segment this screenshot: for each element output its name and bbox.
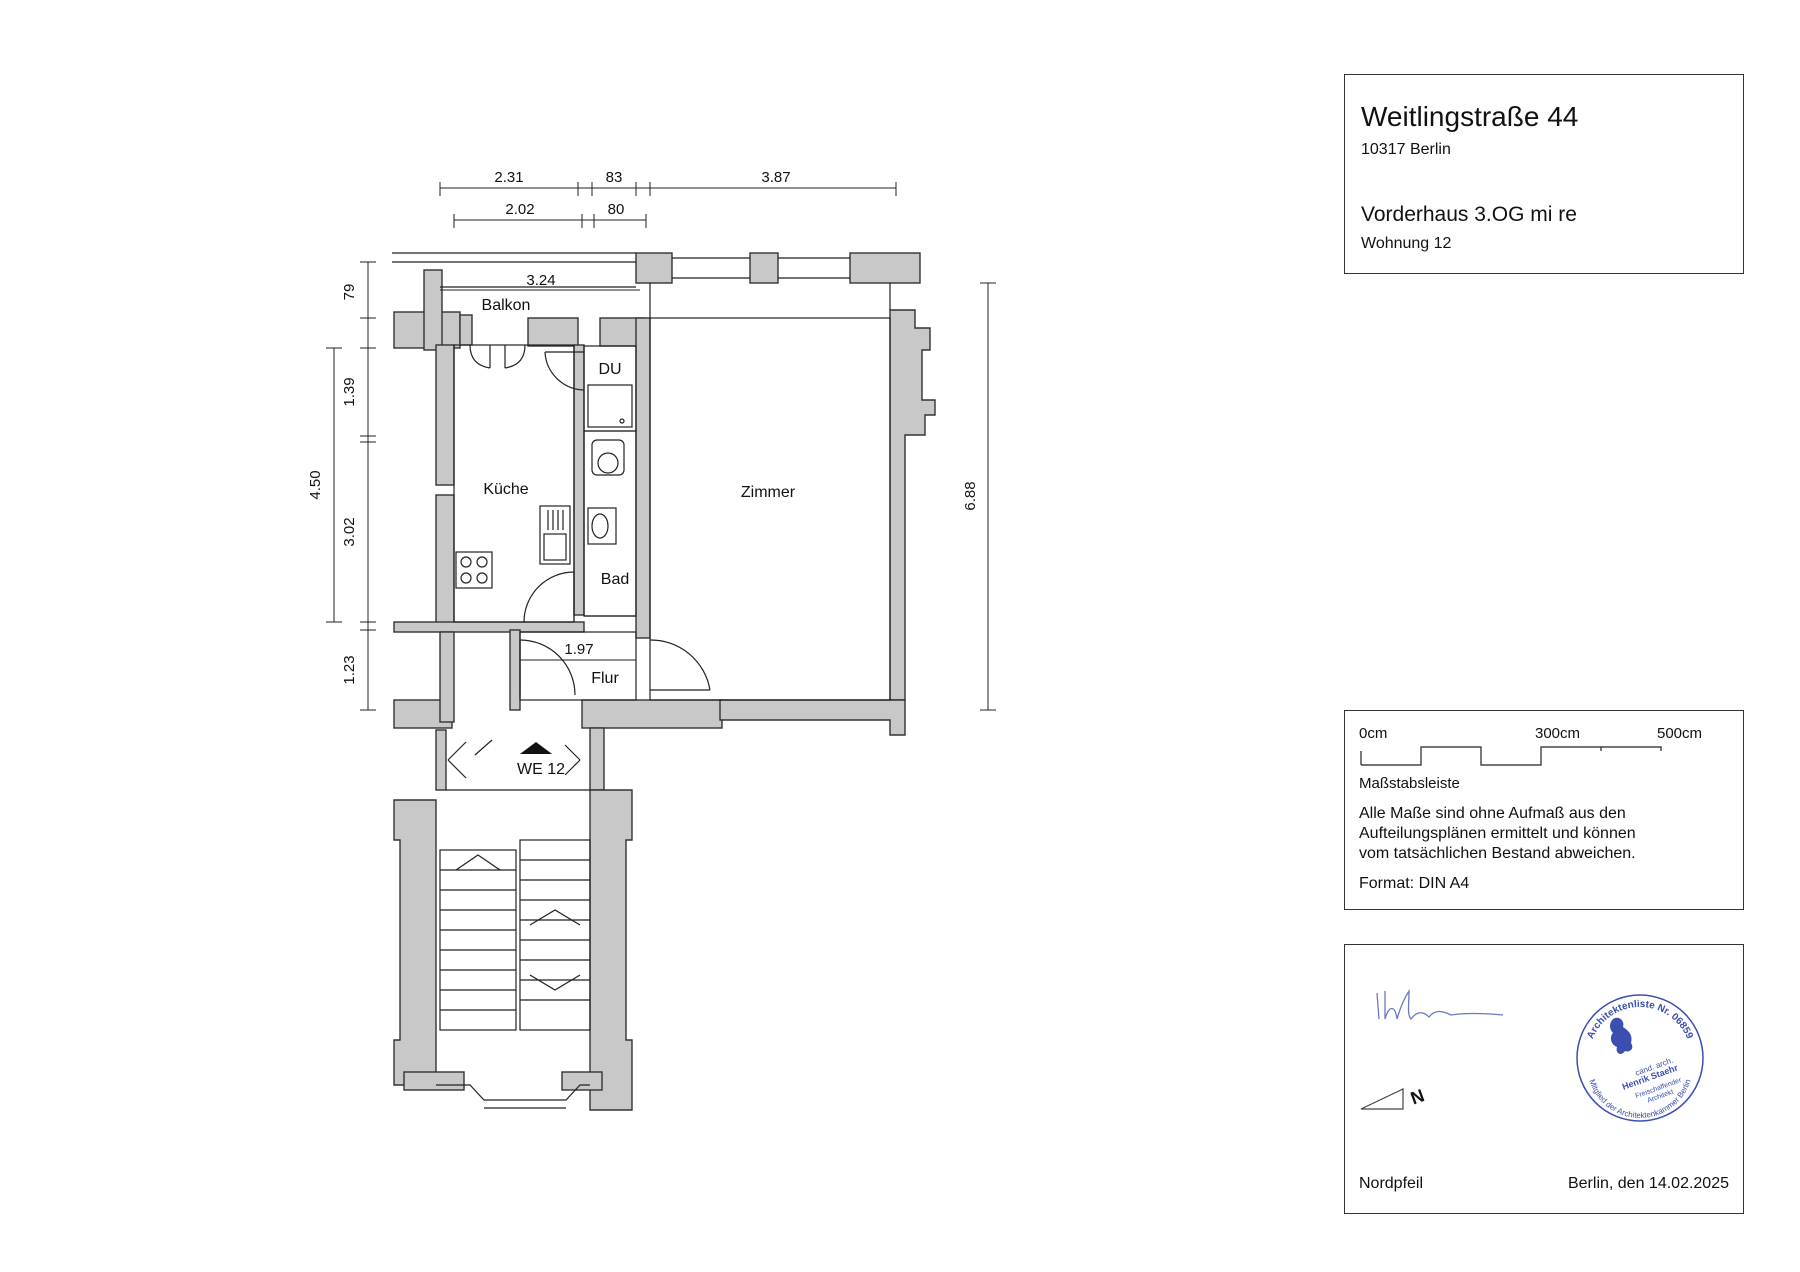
room-balkon: Balkon (482, 297, 531, 314)
paper-format: Format: DIN A4 (1359, 875, 1470, 892)
city: 10317 Berlin (1361, 141, 1451, 158)
scale-label: Maßstabsleiste (1359, 775, 1460, 792)
scale-tick-0: 0cm (1359, 725, 1388, 742)
dim-left-450: 4.50 (307, 470, 324, 499)
dimension-lines (326, 182, 996, 711)
dim-left-123: 1.23 (341, 655, 358, 684)
title-block: Weitlingstraße 44 10317 Berlin Vorderhau… (1344, 74, 1744, 274)
room-labels: Balkon DU Küche Zimmer Bad Flur WE 12 (482, 297, 796, 778)
unit-number: Wohnung 12 (1361, 235, 1452, 252)
dim-sub-1: 2.02 (505, 201, 534, 218)
note-line-2: Aufteilungsplänen ermittelt und können (1359, 825, 1636, 842)
dim-top-3: 3.87 (761, 169, 790, 186)
dim-left-79: 79 (341, 284, 358, 301)
dim-right-688: 6.88 (962, 481, 979, 510)
north-arrow: N (1360, 1085, 1427, 1110)
building-floor: Vorderhaus 3.OG mi re (1361, 203, 1577, 226)
dimension-labels: 2.31 83 3.87 2.02 80 3.24 1.97 79 1.39 3… (307, 169, 979, 685)
dim-flur-width: 1.97 (564, 641, 593, 658)
scale-block: 0cm 300cm 500cm Maßstabsleiste Alle Maße… (1344, 710, 1744, 910)
dim-top-1: 2.31 (494, 169, 523, 186)
stamp-outer-text: Architektenliste Nr. 06859 (1585, 999, 1695, 1041)
room-flur: Flur (591, 670, 619, 687)
bear-icon (1610, 1017, 1633, 1054)
scale-tick-300: 300cm (1535, 725, 1581, 742)
room-du: DU (598, 361, 621, 378)
signature (1376, 988, 1504, 1020)
note-line-1: Alle Maße sind ohne Aufmaß aus den (1359, 805, 1626, 822)
entrance-label: WE 12 (517, 761, 565, 778)
scale-tick-500: 500cm (1657, 725, 1703, 742)
signature-block: N Architektenliste Nr. 06859 Mitglied de… (1344, 944, 1744, 1214)
street-address: Weitlingstraße 44 (1361, 101, 1579, 132)
dim-left-302: 3.02 (341, 517, 358, 546)
north-label: Nordpfeil (1359, 1175, 1424, 1192)
dim-balkon-width: 3.24 (526, 272, 555, 289)
room-bad: Bad (601, 571, 629, 588)
scale-bar (1360, 746, 1662, 766)
walls (393, 252, 936, 1111)
note-line-3: vom tatsächlichen Bestand abweichen. (1359, 845, 1636, 862)
room-kueche: Küche (483, 481, 528, 498)
svg-text:Architektenliste Nr. 06859: Architektenliste Nr. 06859 (1585, 999, 1695, 1041)
dim-top-2: 83 (606, 169, 623, 186)
date-place: Berlin, den 14.02.2025 (1567, 1175, 1729, 1192)
north-letter: N (1408, 1085, 1427, 1108)
plan-lines (392, 252, 891, 1109)
dim-sub-2: 80 (608, 201, 625, 218)
entrance-marker (520, 742, 552, 754)
dim-left-139: 1.39 (341, 377, 358, 406)
room-zimmer: Zimmer (741, 484, 796, 501)
architect-stamp: Architektenliste Nr. 06859 Mitglied der … (1576, 994, 1704, 1122)
